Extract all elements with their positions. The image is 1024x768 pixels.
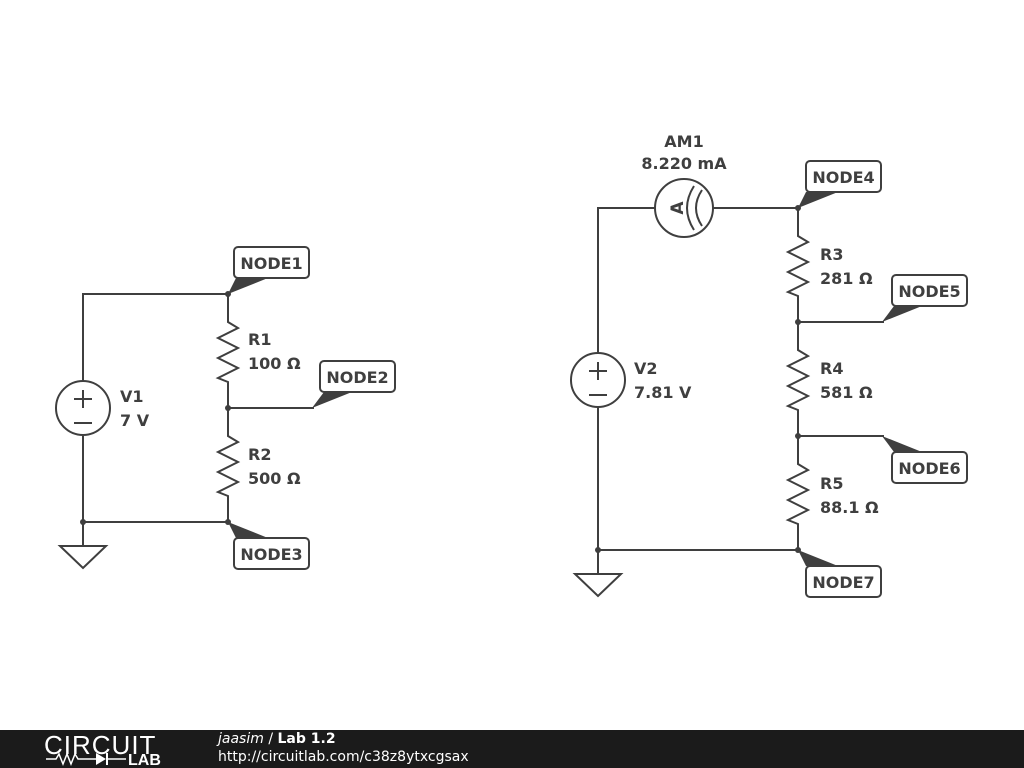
logo-text-circuit: CIRCUIT [44,730,157,760]
resistor-r3[interactable] [785,232,811,298]
circuit-title: Lab 1.2 [277,731,336,747]
v2-name: V2 [634,359,658,378]
node-label-node6[interactable]: NODE6 [882,436,968,484]
r5-value: 88.1 Ω [820,498,879,517]
footer-bar: CIRCUIT LAB jaasim / Lab 1.2 http://circ… [0,730,1024,768]
voltage-source-v1[interactable] [55,380,111,436]
voltage-source-v2[interactable] [570,352,626,408]
circuit-url[interactable]: http://circuitlab.com/c38z8ytxcgsax [218,749,469,765]
r4-name: R4 [820,359,843,378]
node4-text: NODE4 [812,168,874,187]
ammeter-symbol: A [668,201,688,215]
am1-value: 8.220 mA [641,154,727,173]
node1-text: NODE1 [240,254,302,273]
circuit-byline: jaasim / Lab 1.2 [218,731,336,748]
node7-text: NODE7 [812,573,874,592]
node-label-node7[interactable]: NODE7 [798,550,882,598]
junction-dot [795,319,801,325]
r4-value: 581 Ω [820,383,873,402]
circuit-right: A AM1 8.220 mA V2 7.81 V R3 281 Ω R4 581… [570,132,968,598]
resistor-r4[interactable] [785,346,811,412]
wire-top-right-left [597,207,655,354]
r1-name: R1 [248,330,271,349]
resistor-r1[interactable] [215,318,241,384]
junction-dot [80,519,86,525]
v2-value: 7.81 V [634,383,692,402]
logo-text-lab: LAB [128,752,161,766]
node2-text: NODE2 [326,368,388,387]
node-label-node1[interactable]: NODE1 [228,246,310,294]
am1-name: AM1 [664,132,703,151]
resistor-r2[interactable] [215,432,241,498]
wire-bottom-right [597,406,799,551]
r3-value: 281 Ω [820,269,873,288]
node-label-node3[interactable]: NODE3 [228,522,310,570]
byline-separator: / [263,731,278,747]
circuitlab-logo[interactable]: CIRCUIT [44,730,156,760]
v1-value: 7 V [120,411,150,430]
node3-text: NODE3 [240,545,302,564]
node-label-node5[interactable]: NODE5 [882,274,968,322]
wire-top-left [82,293,229,382]
junction-dot [795,433,801,439]
author-link[interactable]: jaasim [218,731,264,747]
ground-icon [572,573,624,598]
schematic-canvas: V1 7 V R1 100 Ω R2 500 Ω NODE1 NODE2 [55,132,968,598]
resistor-r5[interactable] [785,460,811,526]
node6-text: NODE6 [898,459,960,478]
r1-value: 100 Ω [248,354,301,373]
circuit-left: V1 7 V R1 100 Ω R2 500 Ω NODE1 NODE2 [55,246,396,570]
r2-value: 500 Ω [248,469,301,488]
r5-name: R5 [820,474,843,493]
node-label-node4[interactable]: NODE4 [798,160,882,208]
node-label-node2[interactable]: NODE2 [312,360,396,408]
r2-name: R2 [248,445,271,464]
wire-bottom-left [82,436,229,523]
junction-dot [595,547,601,553]
r3-name: R3 [820,245,843,264]
junction-dot [225,405,231,411]
ground-icon [57,545,109,570]
logo-resistor-diode-icon: LAB [46,751,161,766]
ammeter-am1[interactable]: A [654,178,714,238]
v1-name: V1 [120,387,144,406]
node5-text: NODE5 [898,282,960,301]
wire-top-right-right [713,207,799,232]
